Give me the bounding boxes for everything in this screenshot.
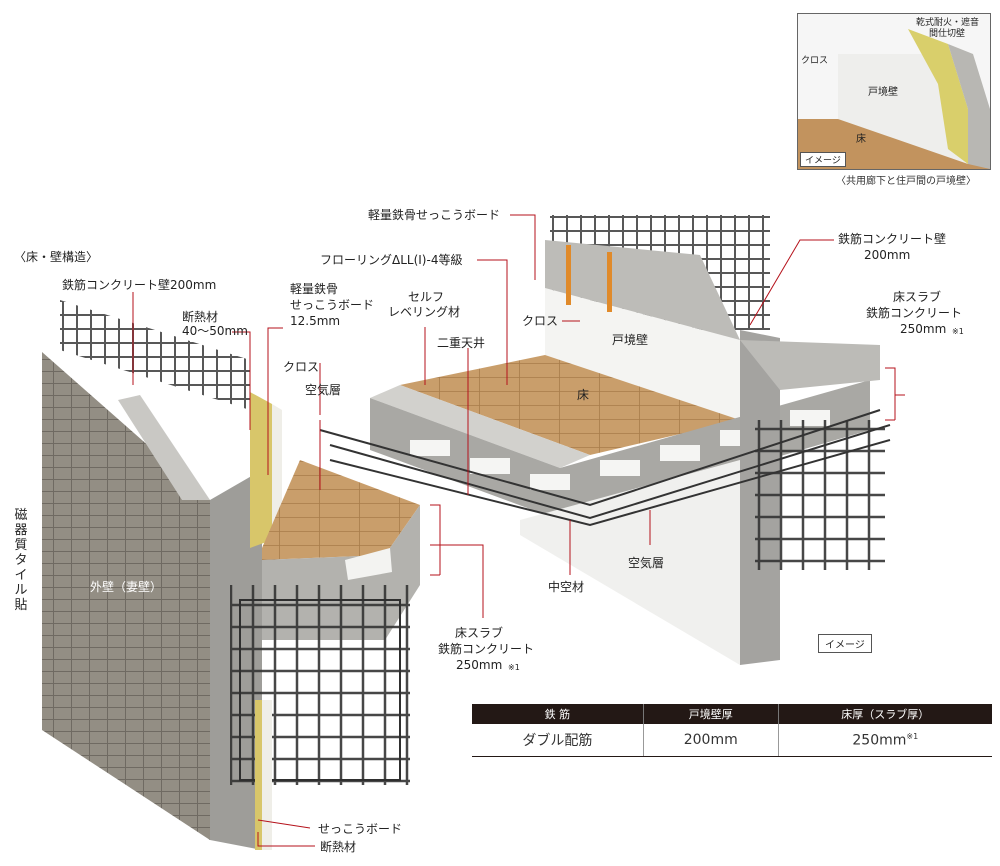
label-tile: 磁器質タイル貼	[14, 508, 28, 613]
label-left-slab-3: 250mm	[456, 658, 503, 672]
label-double-ceiling: 二重天井	[437, 336, 486, 350]
label-gypsum: せっこうボード	[318, 822, 403, 836]
label-floor: 床	[577, 388, 590, 402]
drywall-layer	[272, 404, 282, 540]
spec-floor-value: 250mm	[852, 732, 907, 749]
outer-tile-wall	[42, 352, 210, 840]
label-right-cloth: クロス	[522, 314, 559, 328]
label-leveling-2: レベリング材	[388, 305, 461, 319]
label-insulation-2: 40〜50mm	[182, 324, 248, 338]
label-right-slab-note: ※1	[952, 327, 964, 336]
label-right-slab-3: 250mm	[900, 322, 947, 336]
label-right-rc-wall-2: 200mm	[864, 248, 911, 262]
label-hollow: 中空材	[548, 580, 585, 594]
insulation-layer	[250, 392, 272, 548]
spec-cell-wall-thickness: 200mm	[643, 724, 779, 757]
table-row: ダブル配筋 200mm 250mm※1	[472, 724, 992, 757]
inset-image: 乾式耐火・遮音 間仕切壁 クロス 戸境壁 床 イメージ	[797, 13, 991, 170]
right-wood-floor	[400, 355, 740, 455]
partition-wall	[545, 288, 740, 420]
inset-label-fire-wall: 乾式耐火・遮音	[916, 18, 980, 28]
spec-cell-rebar: ダブル配筋	[472, 724, 644, 757]
inset-label-floor: 床	[856, 134, 866, 145]
label-right-slab-1: 床スラブ	[893, 290, 942, 304]
label-insulation-1: 断熱材	[182, 310, 219, 324]
label-partition: 戸境壁	[612, 333, 649, 347]
label-left-slab-2: 鉄筋コンクリート	[438, 642, 535, 656]
leader-lines	[132, 214, 905, 847]
label-right-slab-2: 鉄筋コンクリート	[866, 306, 963, 320]
label-right-air-layer: 空気層	[628, 556, 665, 570]
inset-image-tag: イメージ	[800, 152, 846, 167]
concrete-wall-top	[118, 395, 210, 500]
label-right-rc-wall-1: 鉄筋コンクリート壁	[838, 232, 947, 246]
label-left-cloth: クロス	[283, 360, 320, 374]
label-rc-wall: 鉄筋コンクリート壁200mm	[62, 278, 217, 292]
right-structure-model	[319, 215, 891, 665]
label-flooring: フローリングΔLL(I)-4等級	[320, 253, 463, 267]
spec-table-header: 鉄 筋 戸境壁厚 床厚（スラブ厚）	[472, 704, 992, 724]
label-insulation-bottom: 断熱材	[320, 840, 357, 854]
spec-header-floor-thickness: 床厚（スラブ厚）	[778, 704, 992, 724]
right-image-tag: イメージ	[818, 634, 872, 653]
inset-caption: 〈共用廊下と住戸間の戸境壁〉	[836, 176, 976, 187]
spec-header-rebar: 鉄 筋	[472, 704, 644, 724]
label-left-slab-note: ※1	[508, 663, 520, 672]
left-wood-floor	[262, 460, 420, 560]
label-lgs-2: せっこうボード	[290, 298, 375, 312]
inset-label-partition: 戸境壁	[868, 87, 898, 98]
inset-label-cloth: クロス	[801, 56, 829, 66]
spec-header-wall-thickness: 戸境壁厚	[643, 704, 779, 724]
label-left-air-layer: 空気層	[305, 383, 342, 397]
right-rebar-cage	[755, 420, 885, 570]
label-leveling-1: セルフ	[408, 290, 445, 304]
left-structure-model	[42, 300, 420, 850]
wall-top-rebar	[60, 300, 250, 410]
label-outer-wall: 外壁（妻壁）	[90, 580, 163, 594]
label-lgs-1: 軽量鉄骨	[290, 282, 339, 296]
spec-floor-note: ※1	[906, 731, 919, 741]
right-floor-slab	[370, 380, 870, 520]
inset-label-fire-wall-2: 間仕切壁	[929, 29, 966, 39]
label-lgs-board: 軽量鉄骨せっこうボード	[368, 208, 501, 222]
spec-cell-floor-thickness: 250mm※1	[778, 724, 992, 757]
label-left-slab-1: 床スラブ	[455, 626, 504, 640]
label-lgs-3: 12.5mm	[290, 314, 341, 328]
section-title: 〈床・壁構造〉	[14, 250, 99, 264]
lower-ceiling-wall	[520, 460, 740, 665]
spec-table: 鉄 筋 戸境壁厚 床厚（スラブ厚） ダブル配筋 200mm 250mm※1	[472, 704, 992, 757]
inset-illustration	[798, 14, 990, 169]
